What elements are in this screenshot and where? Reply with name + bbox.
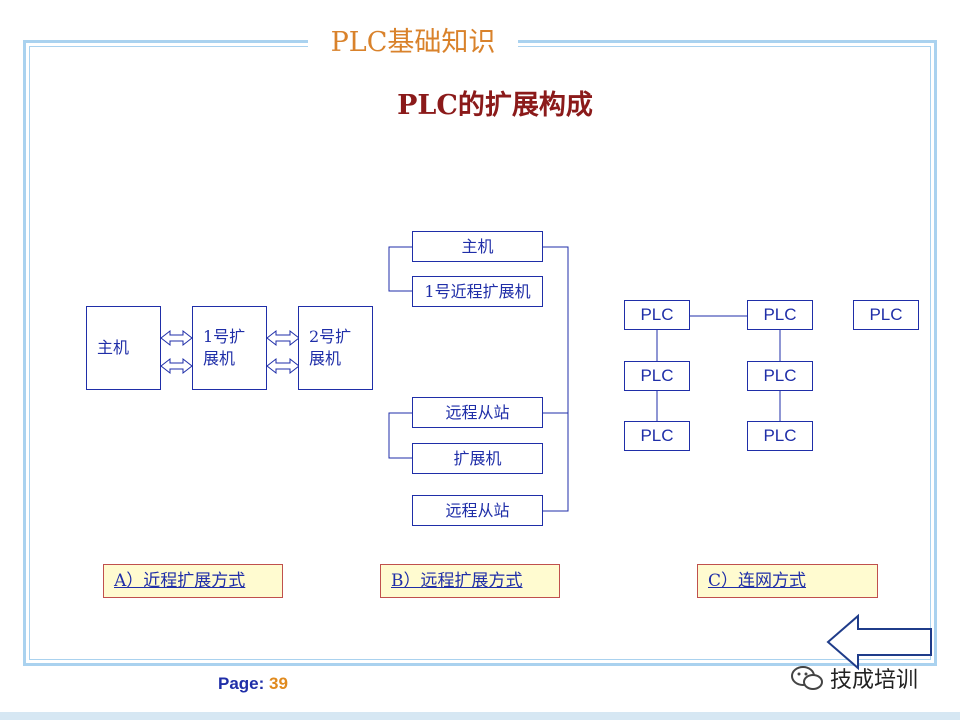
c-plc-box: PLC bbox=[624, 361, 690, 391]
c-plc-box: PLC bbox=[624, 421, 690, 451]
caption-c-link[interactable]: C）连网方式 bbox=[697, 564, 878, 598]
wechat-icon bbox=[791, 666, 823, 690]
diagram-c-links bbox=[656, 315, 781, 422]
double-arrow-1 bbox=[160, 329, 193, 375]
left-arrow-icon bbox=[826, 613, 932, 671]
caption-a-link[interactable]: A）近程扩展方式 bbox=[103, 564, 283, 598]
a-host-box: 主机 bbox=[86, 306, 161, 390]
b-remote1-box: 远程从站 bbox=[412, 397, 543, 428]
b-host-box: 主机 bbox=[412, 231, 543, 262]
c-plc-box: PLC bbox=[747, 300, 813, 330]
double-arrow-2 bbox=[266, 329, 300, 375]
a-ext1-box: 1号扩 展机 bbox=[192, 306, 267, 390]
b-ext-box: 扩展机 bbox=[412, 443, 543, 474]
caption-b-link[interactable]: B）远程扩展方式 bbox=[380, 564, 560, 598]
page-number-value: 39 bbox=[269, 674, 288, 693]
c-plc-box: PLC bbox=[747, 421, 813, 451]
watermark: 技成培训 bbox=[790, 662, 918, 694]
b-remote2-box: 远程从站 bbox=[412, 495, 543, 526]
a-ext2-box: 2号扩 展机 bbox=[298, 306, 373, 390]
b-ext-near-box: 1号近程扩展机 bbox=[412, 276, 543, 307]
page-number: Page: 39 bbox=[218, 674, 288, 694]
header-title: PLC基础知识 bbox=[308, 22, 518, 64]
c-plc-box: PLC bbox=[747, 361, 813, 391]
c-plc-box: PLC bbox=[624, 300, 690, 330]
slide-title: PLC的扩展构成 bbox=[397, 90, 593, 121]
watermark-text: 技成培训 bbox=[830, 668, 919, 693]
c-plc-box: PLC bbox=[853, 300, 919, 330]
diagram-b-links bbox=[388, 246, 569, 512]
bottom-bar bbox=[0, 712, 960, 720]
page-label: Page: bbox=[218, 674, 270, 693]
